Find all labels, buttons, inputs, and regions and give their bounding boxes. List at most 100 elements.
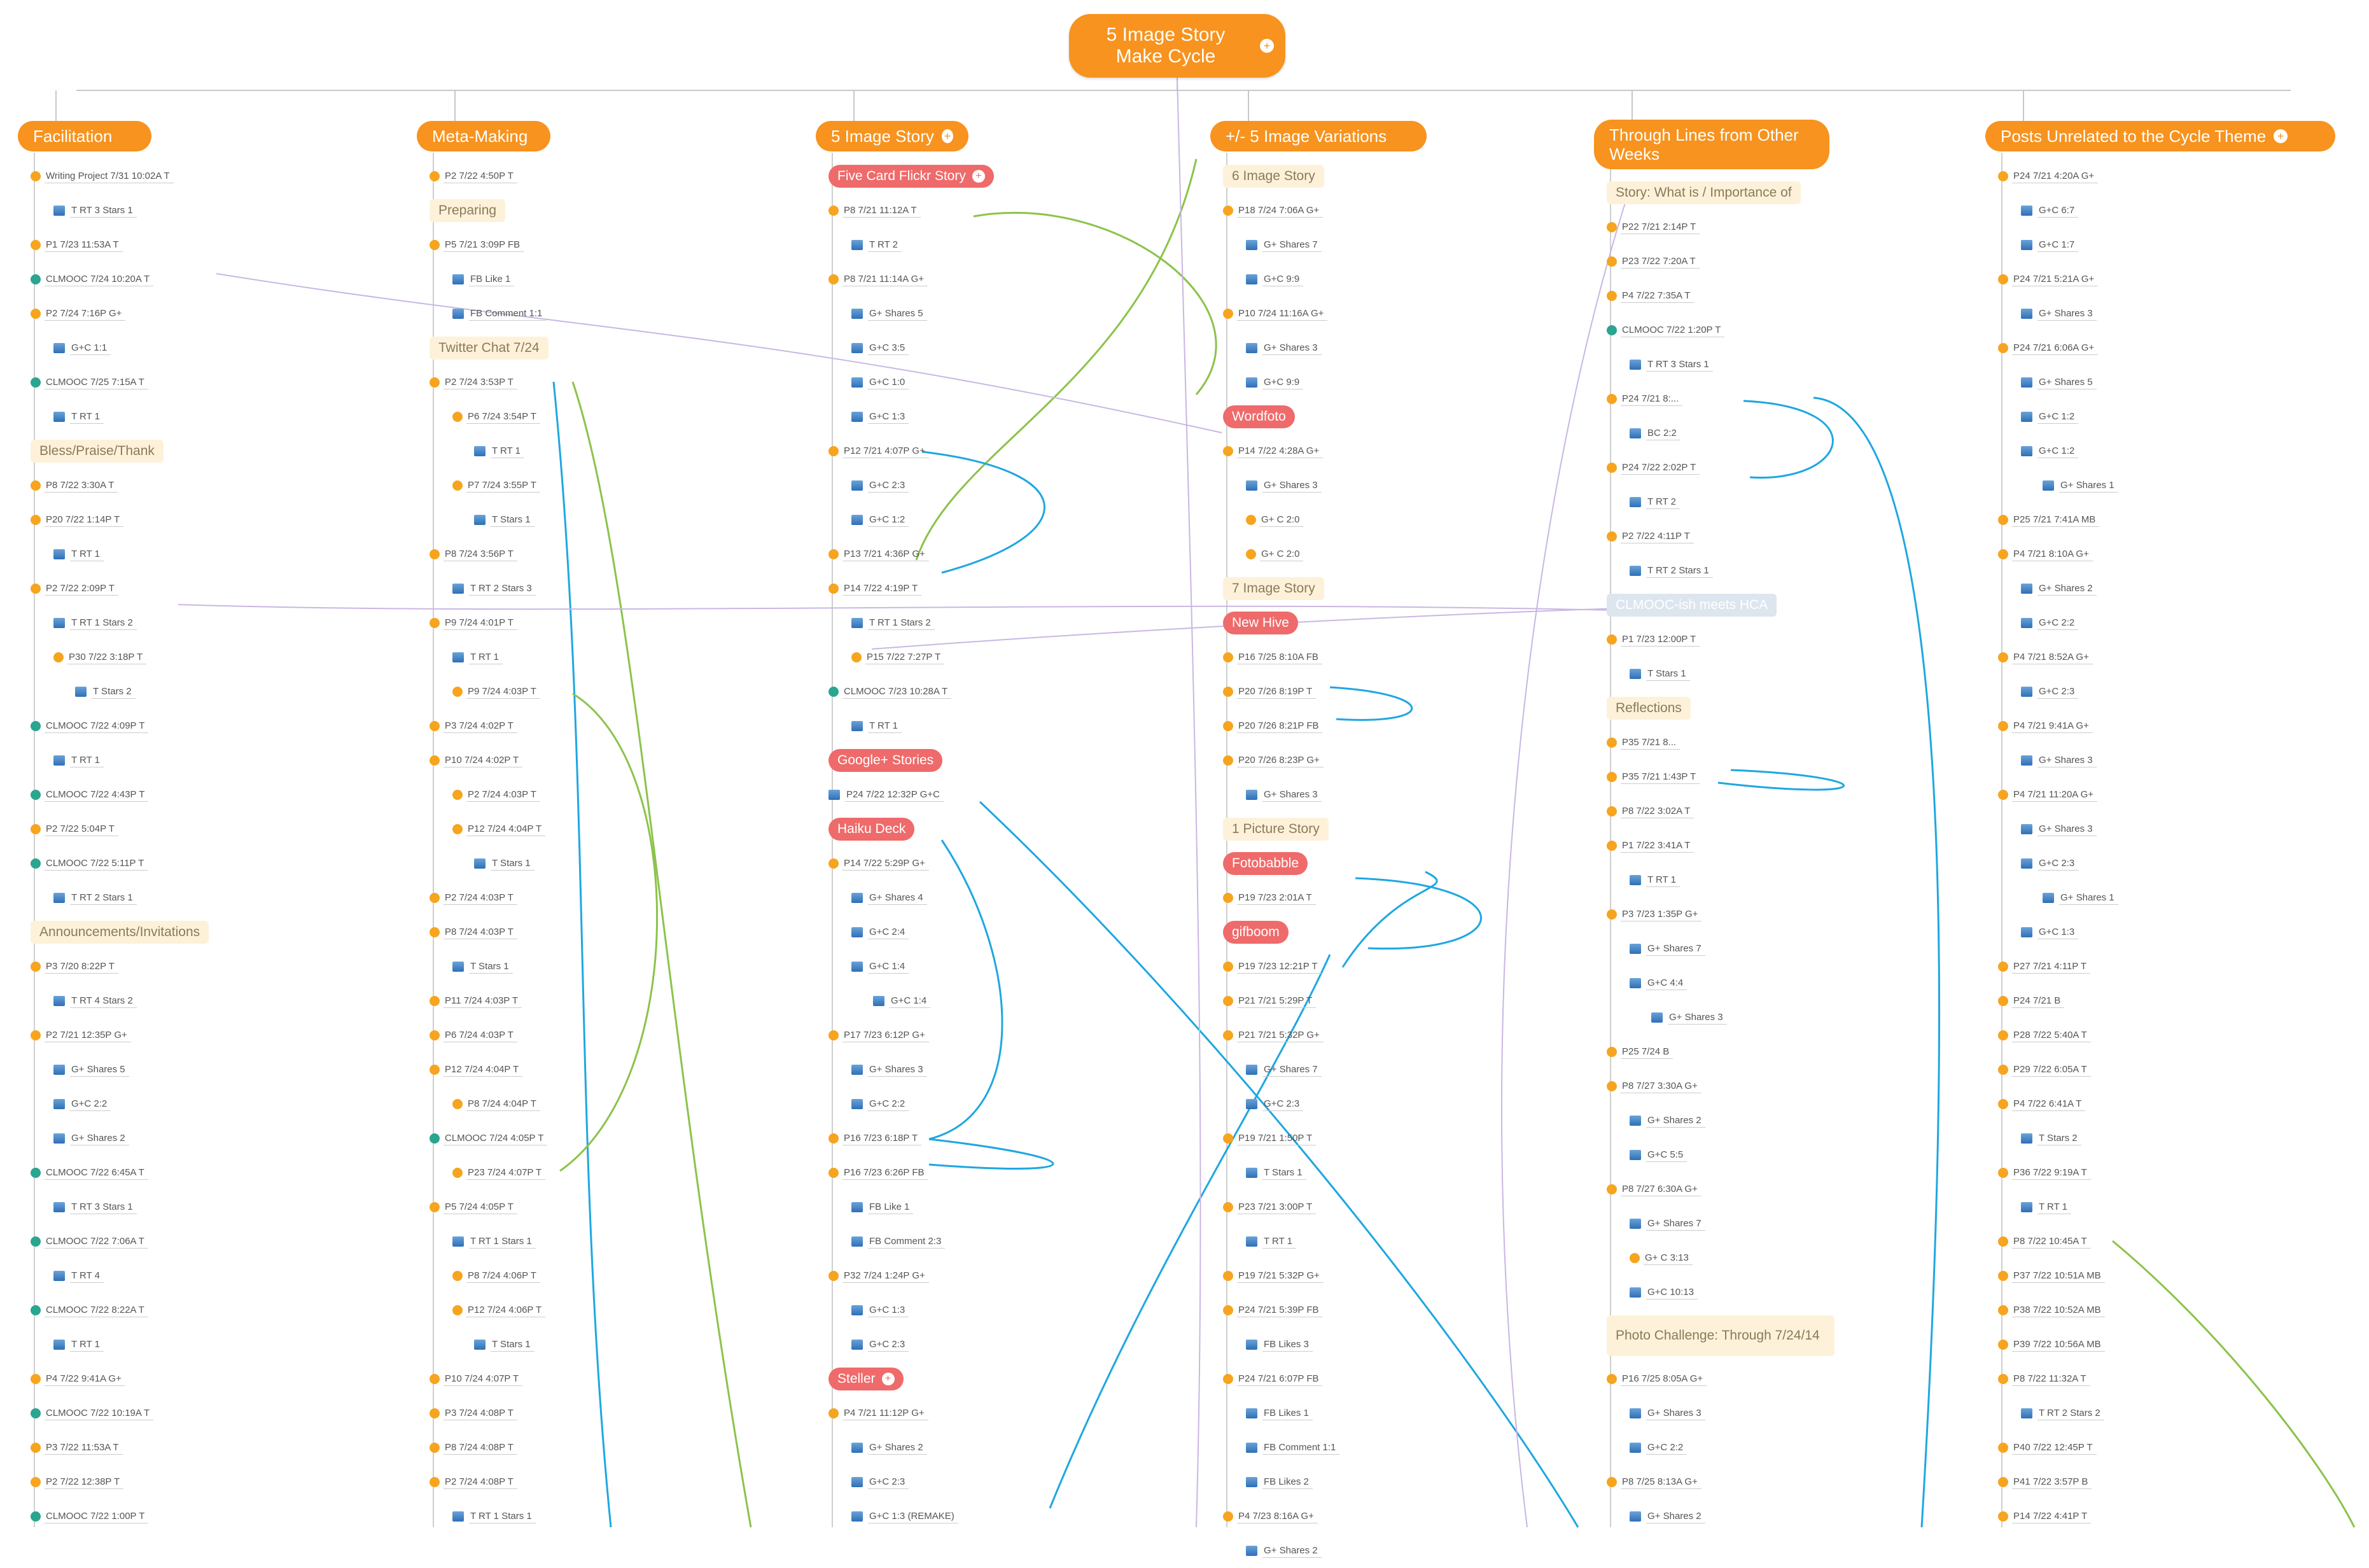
topic-row[interactable]: P39 7/22 10:56A MB: [1998, 1327, 2354, 1362]
topic-row[interactable]: P37 7/22 10:51A MB: [1998, 1259, 2354, 1293]
topic-row[interactable]: P19 7/21 5:32P G+: [1223, 1259, 1579, 1293]
section-tag[interactable]: Reflections: [1607, 697, 1691, 720]
topic-row[interactable]: G+ Shares 3: [1607, 1000, 1963, 1035]
topic-row[interactable]: P24 7/21 4:20A G+: [1998, 159, 2354, 193]
tool-tag[interactable]: gifboom: [1223, 921, 1289, 944]
topic-row[interactable]: P20 7/26 8:21P FB: [1223, 709, 1579, 743]
topic-row[interactable]: G+ Shares 1: [1998, 881, 2354, 915]
topic-row[interactable]: P24 7/21 6:07P FB: [1223, 1362, 1579, 1396]
topic-row[interactable]: P4 7/22 7:35A T: [1607, 279, 1963, 313]
topic-row[interactable]: T RT 1: [828, 709, 1185, 743]
topic-row[interactable]: T RT 1: [1998, 1190, 2354, 1224]
topic-row[interactable]: T Stars 1: [430, 949, 786, 984]
topic-row[interactable]: P10 7/24 4:02P T: [430, 743, 786, 778]
topic-row[interactable]: G+C 2:3: [828, 1327, 1185, 1362]
topic-row[interactable]: P2 7/24 7:16P G+: [31, 297, 387, 331]
topic-row[interactable]: G+C 1:1: [31, 331, 387, 365]
topic-row[interactable]: P32 7/24 1:24P G+: [828, 1259, 1185, 1293]
topic-row[interactable]: G+C 2:2: [1607, 1431, 1963, 1465]
topic-row[interactable]: G+C 1:3: [828, 400, 1185, 434]
topic-row[interactable]: G+ Shares 3: [1223, 778, 1579, 812]
topic-row[interactable]: P1 7/23 11:53A T: [31, 228, 387, 262]
section-tag[interactable]: 1 Picture Story: [1223, 818, 1329, 841]
section-tag[interactable]: Preparing: [430, 199, 506, 222]
topic-row[interactable]: CLMOOC 7/22 4:09P T: [31, 709, 387, 743]
topic-row[interactable]: P8 7/27 6:30A G+: [1607, 1172, 1963, 1207]
topic-row[interactable]: P15 7/22 7:27P T: [828, 640, 1185, 675]
topic-row[interactable]: G+C 1:3: [828, 1293, 1185, 1327]
topic-row[interactable]: P9 7/24 4:01P T: [430, 606, 786, 640]
topic-row[interactable]: FB Likes 3: [1223, 1327, 1579, 1362]
topic-row[interactable]: G+C 1:3 (REMAKE): [828, 1499, 1185, 1534]
topic-row[interactable]: G+C 5:5: [1607, 1138, 1963, 1172]
topic-row[interactable]: P24 7/22 2:02P T: [1607, 451, 1963, 485]
expand-icon[interactable]: +: [2274, 129, 2288, 143]
branch-topic[interactable]: Through Lines from Other Weeks: [1594, 120, 1829, 169]
topic-row[interactable]: G+C 4:4: [1607, 966, 1963, 1000]
topic-row[interactable]: CLMOOC 7/22 4:43P T: [31, 778, 387, 812]
topic-row[interactable]: P22 7/21 2:14P T: [1607, 210, 1963, 244]
topic-row[interactable]: P19 7/23 2:01A T: [1223, 881, 1579, 915]
topic-row[interactable]: T Stars 2: [31, 675, 387, 709]
topic-row[interactable]: P8 7/25 8:13A G+: [1607, 1465, 1963, 1499]
topic-row[interactable]: P5 7/21 3:09P FB: [430, 228, 786, 262]
topic-row[interactable]: P4 7/22 6:41A T: [1998, 1087, 2354, 1121]
topic-row[interactable]: P1 7/23 12:00P T: [1607, 622, 1963, 657]
topic-row[interactable]: P12 7/24 4:04P T: [430, 812, 786, 846]
topic-row[interactable]: T RT 4 Stars 2: [31, 984, 387, 1018]
topic-row[interactable]: P12 7/24 4:06P T: [430, 1293, 786, 1327]
topic-row[interactable]: P24 7/21 6:06A G+: [1998, 331, 2354, 365]
topic-row[interactable]: P14 7/22 4:28A G+: [1223, 434, 1579, 468]
topic-row[interactable]: G+C 1:2: [828, 503, 1185, 537]
topic-row[interactable]: G+C 2:3: [828, 1465, 1185, 1499]
tool-tag[interactable]: Steller+: [828, 1368, 904, 1390]
root-expand-icon[interactable]: +: [1260, 39, 1274, 53]
topic-row[interactable]: G+C 1:0: [828, 365, 1185, 400]
topic-row[interactable]: P16 7/25 8:10A FB: [1223, 640, 1579, 675]
topic-row[interactable]: P8 7/24 3:56P T: [430, 537, 786, 571]
topic-row[interactable]: CLMOOC 7/22 10:19A T: [31, 1396, 387, 1431]
topic-row[interactable]: T RT 1 Stars 2: [31, 606, 387, 640]
topic-row[interactable]: T RT 1 Stars 1: [430, 1499, 786, 1534]
topic-row[interactable]: T RT 1: [1223, 1224, 1579, 1259]
topic-row[interactable]: G+ Shares 2: [828, 1431, 1185, 1465]
topic-row[interactable]: P21 7/21 5:29P T: [1223, 984, 1579, 1018]
topic-row[interactable]: G+C 2:3: [1998, 846, 2354, 881]
topic-row[interactable]: G+ Shares 1: [1998, 468, 2354, 503]
topic-row[interactable]: G+ Shares 3: [1998, 297, 2354, 331]
topic-row[interactable]: P3 7/22 11:53A T: [31, 1431, 387, 1465]
topic-row[interactable]: P12 7/21 4:07P G+: [828, 434, 1185, 468]
expand-icon[interactable]: +: [972, 170, 985, 183]
topic-row[interactable]: P8 7/22 11:32A T: [1998, 1362, 2354, 1396]
topic-row[interactable]: T RT 1: [430, 434, 786, 468]
topic-row[interactable]: P23 7/21 3:00P T: [1223, 1190, 1579, 1224]
topic-row[interactable]: P6 7/24 3:54P T: [430, 400, 786, 434]
topic-row[interactable]: P2 7/22 5:04P T: [31, 812, 387, 846]
tool-tag[interactable]: Google+ Stories: [828, 749, 943, 772]
topic-row[interactable]: G+ Shares 3: [1998, 743, 2354, 778]
topic-row[interactable]: P3 7/24 4:02P T: [430, 709, 786, 743]
topic-row[interactable]: FB Likes 1: [1223, 1396, 1579, 1431]
topic-row[interactable]: T RT 4: [31, 1259, 387, 1293]
branch-topic[interactable]: Posts Unrelated to the Cycle Theme+: [1985, 121, 2335, 151]
topic-row[interactable]: G+ Shares 5: [31, 1053, 387, 1087]
topic-row[interactable]: P41 7/22 3:57P B: [1998, 1465, 2354, 1499]
topic-row[interactable]: P20 7/22 1:14P T: [31, 503, 387, 537]
topic-row[interactable]: P24 7/21 5:39P FB: [1223, 1293, 1579, 1327]
topic-row[interactable]: CLMOOC 7/22 1:20P T: [1607, 313, 1963, 347]
topic-row[interactable]: P13 7/21 4:36P G+: [828, 537, 1185, 571]
topic-row[interactable]: P25 7/21 7:41A MB: [1998, 503, 2354, 537]
topic-row[interactable]: FB Like 1: [828, 1190, 1185, 1224]
topic-row[interactable]: P14 7/22 5:29P G+: [828, 846, 1185, 881]
topic-row[interactable]: G+ Shares 3: [1223, 468, 1579, 503]
topic-row[interactable]: CLMOOC 7/24 10:20A T: [31, 262, 387, 297]
topic-row[interactable]: P2 7/24 4:08P T: [430, 1465, 786, 1499]
topic-row[interactable]: P8 7/22 3:30A T: [31, 468, 387, 503]
topic-row[interactable]: T RT 2 Stars 2: [1998, 1396, 2354, 1431]
topic-row[interactable]: P4 7/21 11:20A G+: [1998, 778, 2354, 812]
topic-row[interactable]: T RT 1: [1607, 863, 1963, 897]
topic-row[interactable]: P8 7/24 4:06P T: [430, 1259, 786, 1293]
topic-row[interactable]: T Stars 1: [1223, 1156, 1579, 1190]
topic-row[interactable]: T Stars 1: [430, 1327, 786, 1362]
topic-row[interactable]: P10 7/24 4:07P T: [430, 1362, 786, 1396]
